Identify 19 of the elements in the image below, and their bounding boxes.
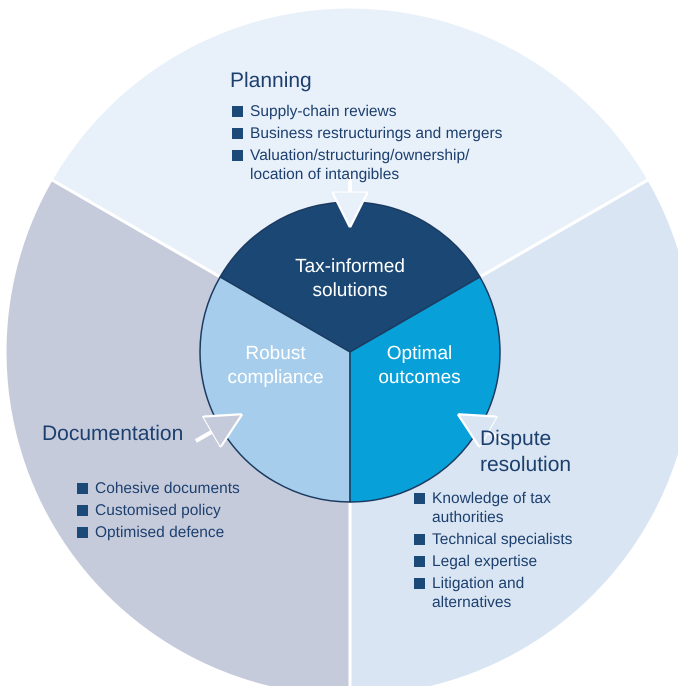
bullet-item: Valuation/structuring/ownership/location of intangibles — [232, 146, 505, 184]
segment-label: Tax-informed solutions — [294, 255, 406, 303]
bullet-item: Supply-chain reviews — [232, 102, 505, 121]
segment-label: Optimal outcomes — [377, 342, 462, 390]
bullet-item: Optimised defence — [77, 523, 325, 542]
bullet-item: Legal expertise — [414, 552, 604, 571]
bullet-item: Knowledge of tax authorities — [414, 489, 604, 527]
section-heading: Planning — [230, 68, 313, 94]
bullet-item: Business restructurings and mergers — [232, 124, 505, 143]
arrow — [330, 174, 370, 229]
arrow — [456, 413, 506, 449]
section-heading: Dispute resolution — [480, 426, 572, 478]
bullet-item: Litigation and alternatives — [414, 574, 604, 612]
bullet-item: Technical specialists — [414, 530, 604, 549]
section-heading: Documentation — [42, 421, 184, 447]
segment-label: Robust compliance — [226, 342, 325, 390]
bullet-item: Cohesive documents — [77, 479, 325, 498]
arrow — [194, 413, 244, 449]
bullet-item: Customised policy — [77, 501, 325, 520]
